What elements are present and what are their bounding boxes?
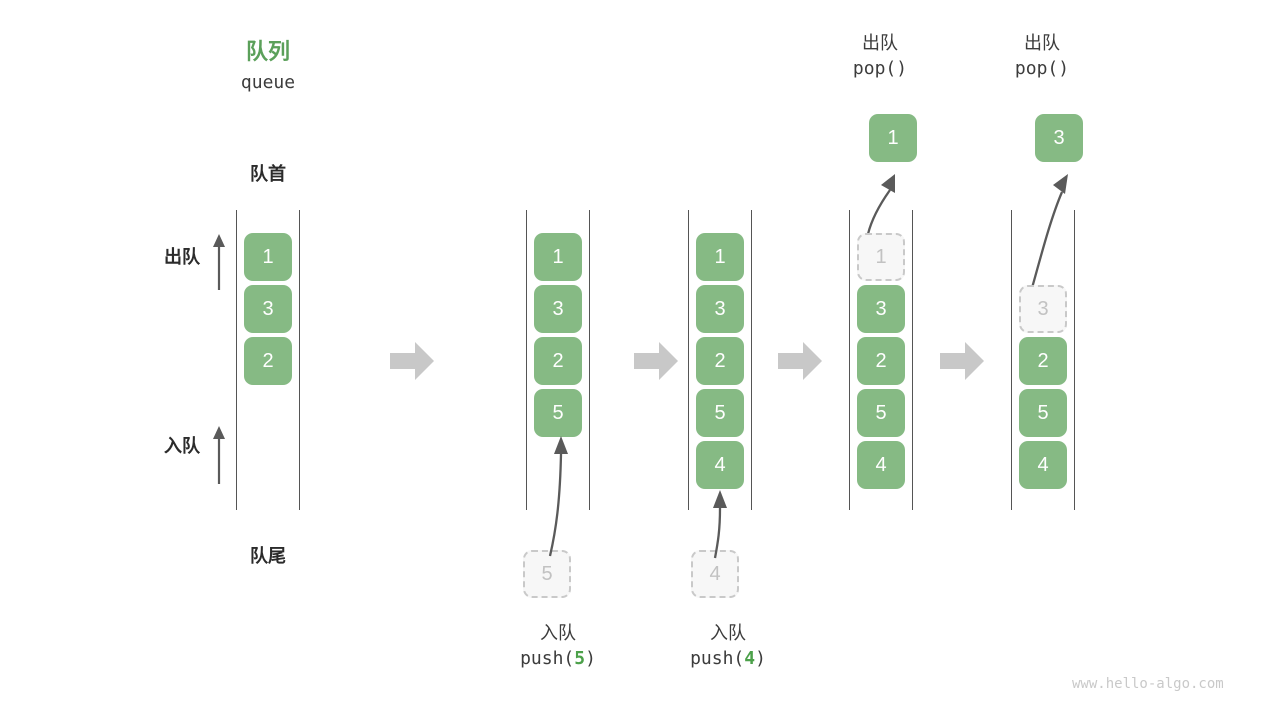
queue-cell: 3 [244, 285, 292, 333]
queue-cell: 1 [244, 233, 292, 281]
queue-cell: 4 [857, 441, 905, 489]
op-caption-pop-3: 出队 pop() [962, 30, 1122, 82]
rail-left-col1 [236, 210, 237, 510]
code-suffix: ) [1058, 58, 1070, 80]
flow-arrow-icon [634, 342, 678, 380]
pop-motion-arrow [1030, 174, 1068, 289]
code-suffix: ) [585, 648, 596, 670]
queue-cell: 2 [1019, 337, 1067, 385]
op-caption-push-4: 入队 push(4) [638, 620, 818, 672]
queue-cell: 5 [534, 389, 582, 437]
flow-arrow-icon [778, 342, 822, 380]
op-caption-cn: 出队 [1024, 33, 1060, 53]
op-caption-pop-1: 出队 pop() [800, 30, 960, 82]
queue-cell: 2 [857, 337, 905, 385]
code-suffix: ) [755, 648, 766, 670]
rail-right-col2 [589, 210, 590, 510]
incoming-cell: 4 [691, 550, 739, 598]
queue-cell: 3 [534, 285, 582, 333]
rail-right-col5 [1074, 210, 1075, 510]
code-prefix: push( [690, 648, 745, 670]
queue-cell: 3 [696, 285, 744, 333]
queue-cell: 1 [696, 233, 744, 281]
front-label: 队首 [250, 164, 286, 184]
outgoing-cell: 3 [1035, 114, 1083, 162]
push-motion-arrow [713, 490, 727, 559]
op-caption-code: push(4) [638, 646, 818, 672]
op-caption-code: pop() [962, 56, 1122, 82]
enqueue-direction-arrow [213, 426, 225, 484]
code-arg: 5 [574, 648, 586, 670]
queue-cell-ghost: 3 [1019, 285, 1067, 333]
diagram-title-en: queue [240, 72, 296, 93]
rail-left-col4 [849, 210, 850, 510]
code-suffix: ) [896, 58, 908, 80]
rail-right-col3 [751, 210, 752, 510]
code-arg: 4 [744, 648, 756, 670]
pop-motion-arrow [866, 174, 895, 235]
queue-cell: 2 [534, 337, 582, 385]
queue-cell: 2 [696, 337, 744, 385]
incoming-cell: 5 [523, 550, 571, 598]
code-prefix: pop( [852, 58, 897, 80]
op-caption-code: pop() [800, 56, 960, 82]
op-caption-push-5: 入队 push(5) [468, 620, 648, 672]
diagram-title-cn: 队列 [245, 39, 290, 64]
op-caption-cn: 入队 [710, 623, 746, 643]
queue-cell: 4 [1019, 441, 1067, 489]
outgoing-cell: 1 [869, 114, 917, 162]
rail-left-col3 [688, 210, 689, 510]
op-caption-code: push(5) [468, 646, 648, 672]
watermark: www.hello-algo.com [1072, 676, 1224, 692]
rail-left-col2 [526, 210, 527, 510]
op-caption-cn: 入队 [540, 623, 576, 643]
code-prefix: pop( [1014, 58, 1059, 80]
rail-right-col4 [912, 210, 913, 510]
code-prefix: push( [520, 648, 575, 670]
rail-left-col5 [1011, 210, 1012, 510]
rail-right-col1 [299, 210, 300, 510]
queue-cell-ghost: 1 [857, 233, 905, 281]
queue-cell: 1 [534, 233, 582, 281]
flow-arrow-icon [390, 342, 434, 380]
dequeue-label: 出队 [164, 247, 200, 267]
dequeue-direction-arrow [213, 234, 225, 290]
queue-cell: 4 [696, 441, 744, 489]
queue-cell: 3 [857, 285, 905, 333]
queue-cell: 5 [696, 389, 744, 437]
flow-arrow-icon [940, 342, 984, 380]
queue-cell: 2 [244, 337, 292, 385]
queue-cell: 5 [1019, 389, 1067, 437]
rear-label: 队尾 [250, 546, 286, 566]
queue-cell: 5 [857, 389, 905, 437]
op-caption-cn: 出队 [862, 33, 898, 53]
enqueue-label: 入队 [164, 436, 200, 456]
push-motion-arrow [548, 436, 568, 557]
